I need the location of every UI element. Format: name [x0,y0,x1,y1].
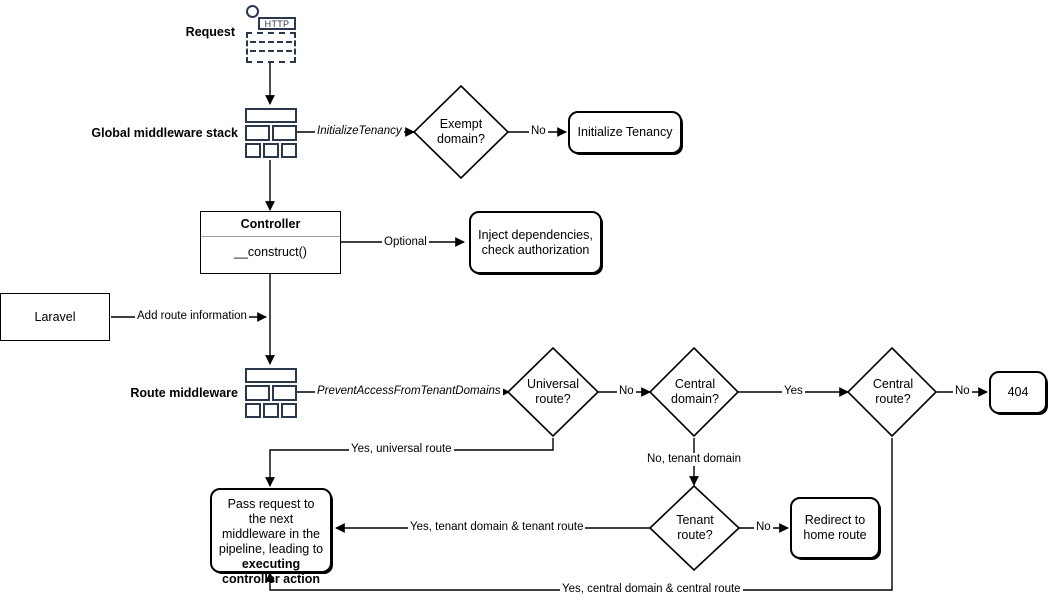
exempt-domain-line1: Exempt [439,117,483,131]
stack-row2-block2 [272,125,297,141]
central-domain-line2: domain? [671,392,719,406]
node-redirect-home-route[interactable]: Redirect to home route [790,497,880,559]
edge-label-yes-central-domain-central-route: Yes, central domain & central route [560,583,743,596]
edge-label-universal-no: No [617,385,636,398]
global-middleware-stack-icon [245,108,297,158]
node-controller[interactable]: Controller __construct() [200,211,341,274]
edge-label-prevent-access-from-tenant-domains: PreventAccessFromTenantDomains [315,385,503,398]
http-body-line-2 [250,50,292,52]
redirect-home-text: Redirect to home route [792,499,878,557]
edge-label-yes-universal-route: Yes, universal route [349,443,454,456]
edge-label-optional: Optional [382,236,429,249]
route-stack-row1-block [245,368,297,383]
stack-row1-block [245,108,297,123]
decision-tenant-route-text[interactable]: Tenant route? [655,506,735,550]
route-stack-row3-block1 [245,403,261,418]
http-request-icon: HTTP [246,5,296,63]
decision-central-route-text[interactable]: Central route? [853,370,933,414]
edge-label-exempt-no: No [529,125,548,138]
http-body-box [246,32,296,63]
laravel-label: Laravel [34,309,76,324]
node-inject-dependencies[interactable]: Inject dependencies, check authorization [469,211,602,274]
universal-route-line2: route? [535,392,571,406]
node-initialize-tenancy[interactable]: Initialize Tenancy [568,111,682,154]
stack-row2-block1 [245,125,270,141]
label-global-middleware-stack: Global middleware stack [91,126,238,140]
central-route-line1: Central [872,377,914,391]
controller-construct-method: __construct() [234,244,307,259]
edge-label-no-tenant-domain: No, tenant domain [645,453,743,466]
controller-header: Controller [201,212,340,237]
inject-dependencies-line1: Inject dependencies, [478,227,593,242]
inject-dependencies-line2: check authorization [481,242,590,257]
universal-route-line1: Universal [526,377,580,391]
pass-request-text-normal: Pass request to the next middleware in t… [218,497,324,556]
decision-central-domain-text[interactable]: Central domain? [655,370,735,414]
exempt-domain-line2: domain? [437,132,485,146]
tenant-route-line1: Tenant [676,513,714,527]
stack-row3-block3 [281,143,297,158]
central-route-line2: route? [875,392,911,406]
edge-label-central-route-no: No [953,385,972,398]
route-stack-row3-block3 [281,403,297,418]
tenant-route-line2: route? [677,528,713,542]
redirect-home-line2: home route [803,528,867,542]
http-tag: HTTP [258,17,296,30]
node-404[interactable]: 404 [989,371,1047,414]
route-middleware-stack-icon [245,368,297,418]
initialize-tenancy-label: Initialize Tenancy [577,125,673,139]
route-stack-row2-block1 [245,385,270,401]
decision-exempt-domain-text[interactable]: Exempt domain? [420,110,502,154]
route-stack-row3-block2 [263,403,279,418]
pass-request-text-bold: executing controller action [222,557,320,586]
route-stack-row2-block2 [272,385,297,401]
redirect-home-line1: Redirect to [804,513,866,527]
http-body-line-1 [250,41,292,43]
stack-row3-block1 [245,143,261,158]
edge-label-initialize-tenancy: InitializeTenancy [315,125,404,138]
edge-label-yes-tenant-domain-tenant-route: Yes, tenant domain & tenant route [408,521,586,534]
label-route-middleware: Route middleware [130,386,238,400]
decision-universal-route-text[interactable]: Universal route? [513,370,593,414]
node-laravel[interactable]: Laravel [0,293,110,341]
pass-request-text: Pass request to the next middleware in t… [212,490,330,586]
edge-label-add-route-information: Add route information [135,310,249,323]
central-domain-line1: Central [674,377,716,391]
http-circle-glyph [246,5,259,18]
not-found-label: 404 [1007,385,1029,399]
node-pass-request[interactable]: Pass request to the next middleware in t… [210,488,332,586]
edge-label-central-domain-yes: Yes [782,385,805,398]
label-request: Request [185,25,235,39]
stack-row3-block2 [263,143,279,158]
edge-label-tenant-route-no: No [754,521,773,534]
inject-dependencies-text: Inject dependencies, check authorization [471,213,600,272]
